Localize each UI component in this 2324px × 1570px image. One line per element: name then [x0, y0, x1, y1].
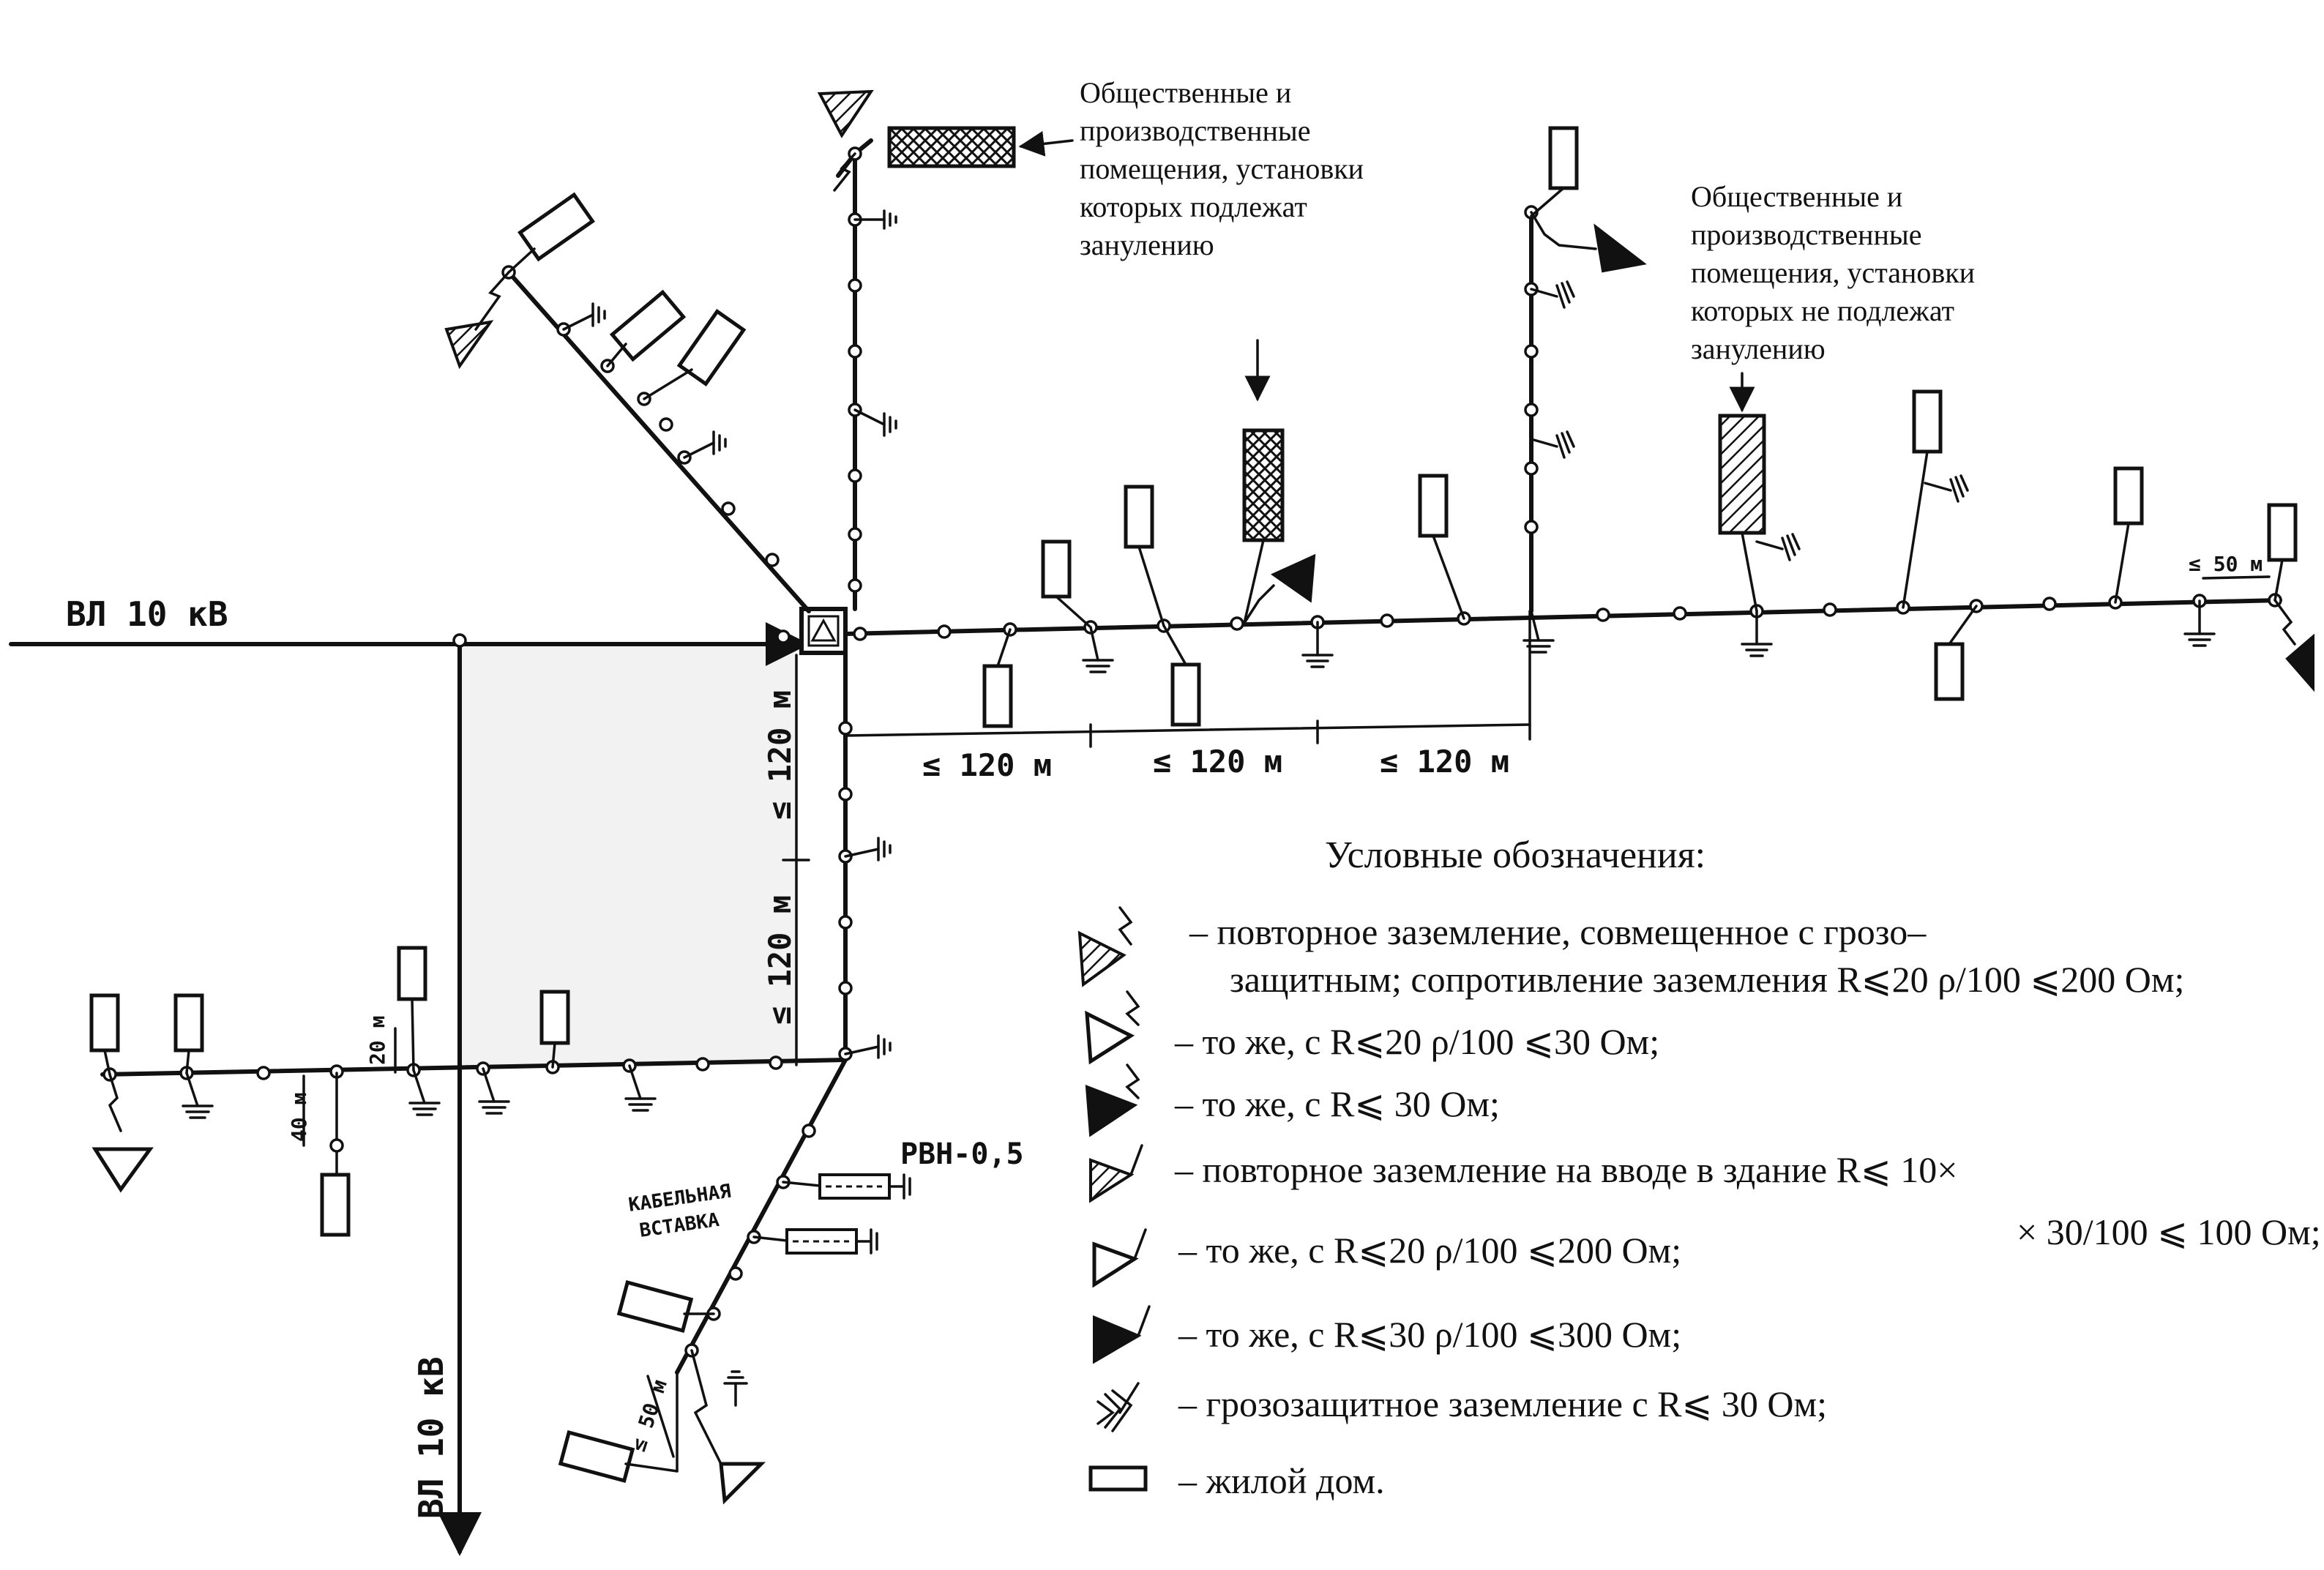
house[interactable]	[1934, 642, 1965, 701]
dimension-lines	[302, 575, 2271, 1458]
svg-text:– грозозащитное заземление с R: – грозозащитное заземление с R⩽ 30 Ом;	[1178, 1383, 1827, 1424]
house[interactable]	[2113, 466, 2144, 526]
houses	[89, 126, 2298, 1483]
svg-text:занулению: занулению	[1691, 332, 1826, 365]
svg-text:Общественные и: Общественные и	[1691, 180, 1902, 213]
svg-text:– то же, с R⩽20 ρ/100 ⩽30 Ом;: – то же, с R⩽20 ρ/100 ⩽30 Ом;	[1174, 1021, 1659, 1062]
house[interactable]	[1124, 485, 1154, 549]
svg-text:помещения, установки: помещения, установки	[1080, 152, 1364, 185]
lightning-ground-icon	[1096, 1382, 1140, 1432]
hatched-triangle-entry-icon	[1089, 1158, 1135, 1203]
white-triangle-icon	[91, 1147, 154, 1193]
white-triangle-icon	[719, 1462, 766, 1505]
svg-text:× 30/100 ⩽ 100 Ом;: × 30/100 ⩽ 100 Ом;	[2017, 1211, 2321, 1252]
transformer-substation[interactable]	[799, 607, 848, 655]
hatched-triangle-icon	[817, 89, 874, 138]
svg-text:помещения, установки: помещения, установки	[1691, 256, 1975, 289]
house[interactable]	[1041, 539, 1072, 599]
shaded-zone	[460, 644, 796, 1065]
dim-120-v2: ≤ 120 м	[762, 895, 798, 1025]
svg-text:которых подлежат: которых подлежат	[1080, 190, 1307, 223]
arrester-label: РВН-0,5	[900, 1137, 1024, 1171]
svg-text:производственные: производственные	[1080, 114, 1311, 147]
dim-50-right: ≤ 50 м	[2189, 552, 2263, 576]
house[interactable]	[558, 1430, 635, 1483]
black-triangle-icon	[1593, 223, 1647, 273]
svg-text:занулению: занулению	[1080, 228, 1214, 261]
svg-text:– то же, с R⩽ 30 Ом;: – то же, с R⩽ 30 Ом;	[1174, 1083, 1500, 1124]
dim-50-bottom: ≤ 50 м	[626, 1377, 672, 1454]
house[interactable]	[2267, 503, 2298, 562]
dim-120-v1: ≤ 120 м	[762, 690, 798, 820]
ground-symbols	[182, 209, 2216, 1407]
hatched-triangle-icon	[444, 320, 494, 370]
house[interactable]	[539, 990, 570, 1045]
black-triangle-icon	[1270, 553, 1316, 603]
feeder-horizontal-label: ВЛ 10 кВ	[66, 594, 228, 634]
dim-120-2: ≤ 120 м	[1153, 744, 1282, 780]
white-triangle-entry-icon	[1092, 1241, 1139, 1288]
hatched-triangle-lightning-icon	[1077, 930, 1126, 987]
svg-text:– повторное заземление, совмещ: – повторное заземление, совмещенное с гр…	[1189, 911, 1927, 952]
cable-insert-label-2: ВСТАВКА	[638, 1209, 721, 1242]
zeroed-building-east[interactable]	[1242, 428, 1285, 624]
house[interactable]	[320, 1173, 351, 1237]
svg-text:– то же, с R⩽20 ρ/100 ⩽200 Ом;: – то же, с R⩽20 ρ/100 ⩽200 Ом;	[1178, 1230, 1681, 1271]
non-zeroed-building[interactable]	[1718, 414, 1766, 613]
house[interactable]	[518, 192, 595, 262]
black-triangle-icon	[2285, 633, 2314, 692]
svg-text:которых не подлежат: которых не подлежат	[1691, 294, 1954, 327]
house[interactable]	[982, 664, 1013, 728]
white-triangle-lightning-icon	[1085, 1010, 1135, 1065]
svg-text:– повторное заземление на ввод: – повторное заземление на вводе в здание…	[1174, 1149, 1958, 1190]
black-triangle-lightning-icon	[1085, 1084, 1138, 1137]
ground-triangles	[91, 89, 2314, 1505]
svg-text:Общественные и: Общественные и	[1080, 76, 1291, 109]
feeder-horizontal: ВЛ 10 кВ	[9, 594, 810, 666]
dim-40: 40 м	[287, 1093, 311, 1142]
house[interactable]	[676, 309, 747, 386]
svg-text:защитным; сопротивление заземл: защитным; сопротивление заземления R⩽20 …	[1230, 959, 2184, 1000]
svg-text:производственные: производственные	[1691, 218, 1922, 251]
svg-text:– то же, с R⩽30 ρ/100 ⩽300 Ом;: – то же, с R⩽30 ρ/100 ⩽300 Ом;	[1178, 1314, 1681, 1355]
zeroed-building[interactable]	[887, 126, 1016, 168]
legend-title: Условные обозначения:	[1325, 834, 1705, 876]
dim-20: 20 м	[365, 1016, 389, 1065]
house[interactable]	[1170, 662, 1201, 727]
house[interactable]	[89, 993, 120, 1053]
arrester-units	[752, 1173, 911, 1255]
house-rect-icon	[1088, 1465, 1148, 1492]
line-pins	[102, 146, 2282, 1358]
dim-120-3: ≤ 120 м	[1380, 744, 1509, 780]
svg-text:– жилой дом.: – жилой дом.	[1178, 1460, 1385, 1501]
house[interactable]	[397, 946, 427, 1001]
feeder-vertical: ВЛ 10 кВ	[411, 633, 482, 1556]
house[interactable]	[1548, 126, 1579, 190]
dim-120-1: ≤ 120 м	[922, 747, 1052, 783]
house[interactable]	[173, 993, 204, 1053]
note-zeroed: Общественные и производственные помещени…	[1080, 76, 1364, 261]
house[interactable]	[616, 1280, 694, 1333]
house[interactable]	[1912, 389, 1943, 454]
house[interactable]	[1418, 474, 1449, 538]
legend: Условные обозначения: – повторное заземл…	[1077, 834, 2321, 1501]
black-triangle-entry-icon	[1093, 1315, 1142, 1364]
note-non-zeroed: Общественные и производственные помещени…	[1691, 180, 1975, 365]
feeder-vertical-label: ВЛ 10 кВ	[411, 1356, 451, 1519]
